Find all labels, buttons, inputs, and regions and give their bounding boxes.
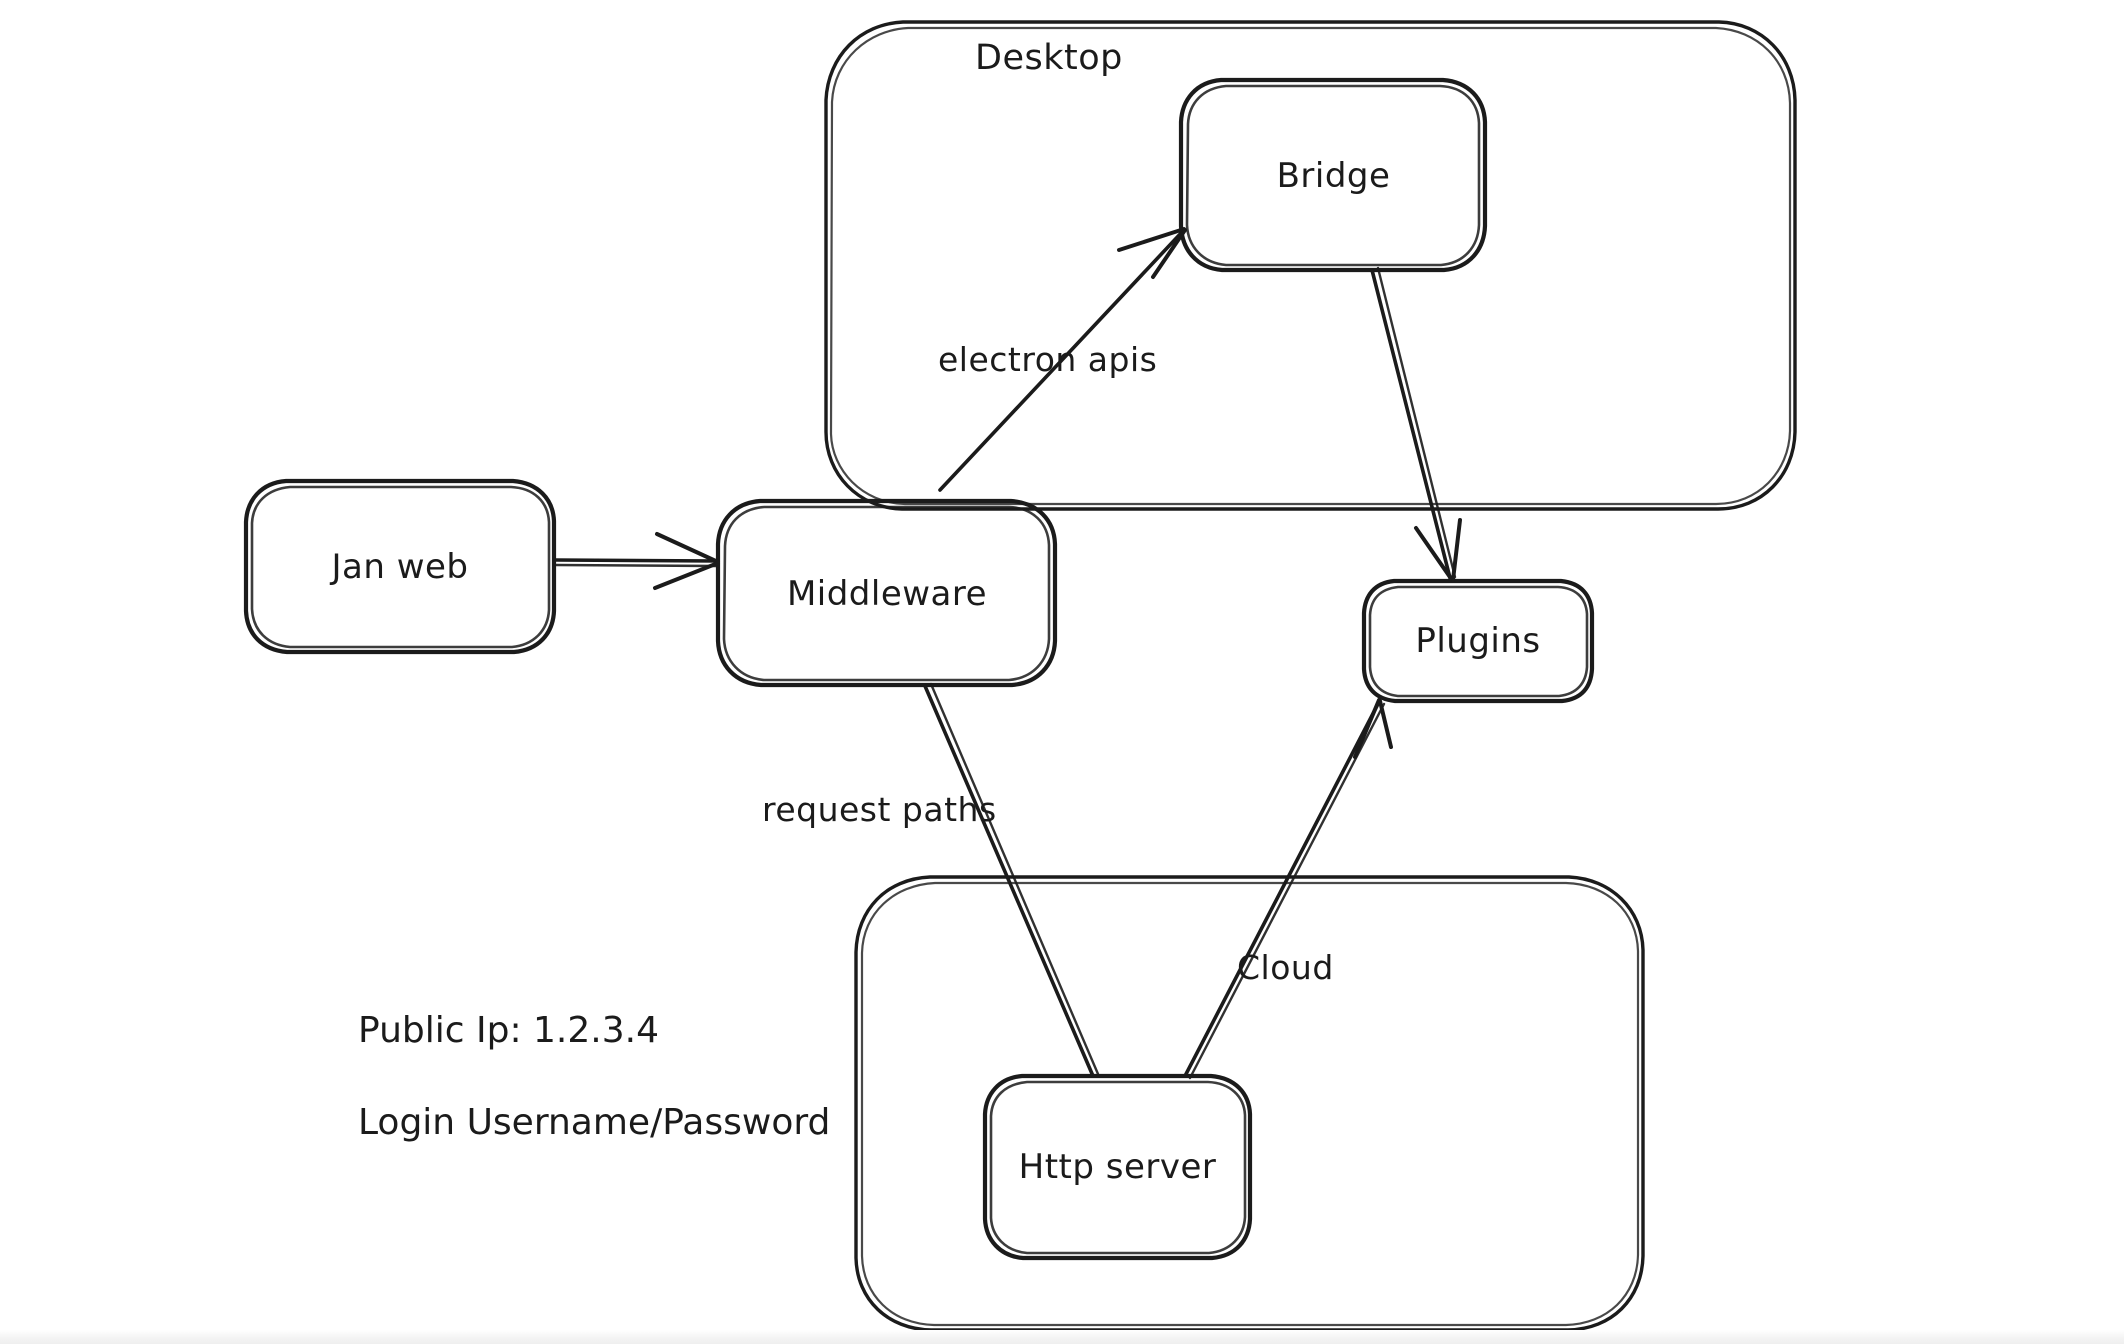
node-http-server-shape[interactable]: [982, 1073, 1253, 1261]
bottom-edge-strip: [0, 1330, 2124, 1344]
edge-middleware-to-http-server[interactable]: [923, 682, 1100, 1078]
node-bridge-shape[interactable]: [1178, 77, 1488, 273]
node-plugins[interactable]: Plugins: [1364, 581, 1592, 701]
node-bridge[interactable]: Bridge: [1181, 80, 1486, 272]
node-http-server[interactable]: Http server: [985, 1076, 1250, 1258]
edge-middleware-to-bridge[interactable]: [938, 227, 1187, 492]
node-jan-web-label: Jan web: [331, 547, 469, 587]
edge-bridge-to-plugins[interactable]: [1370, 266, 1462, 582]
connection-note-line-1: Public Ip: 1.2.3.4: [358, 1010, 659, 1052]
node-middleware-label: Middleware: [786, 574, 988, 614]
edge-http-server-to-plugins[interactable]: [1183, 698, 1393, 1080]
connection-note-line-2: Login Username/Password: [358, 1102, 831, 1144]
node-middleware-shape[interactable]: [715, 498, 1058, 688]
node-plugins-label: Plugins: [1415, 621, 1541, 661]
node-jan-web-shape[interactable]: [243, 478, 557, 655]
group-desktop[interactable]: [824, 20, 1797, 511]
edge-janweb-to-middleware[interactable]: [554, 532, 720, 590]
node-plugins-shape[interactable]: [1361, 578, 1595, 704]
node-jan-web[interactable]: Jan web: [246, 481, 554, 653]
connection-note: Public Ip: 1.2.3.4 Login Username/Passwo…: [358, 962, 830, 1192]
node-http-server-label: Http server: [1018, 1147, 1217, 1187]
node-middleware[interactable]: Middleware: [718, 501, 1056, 687]
node-bridge-label: Bridge: [1276, 156, 1391, 196]
